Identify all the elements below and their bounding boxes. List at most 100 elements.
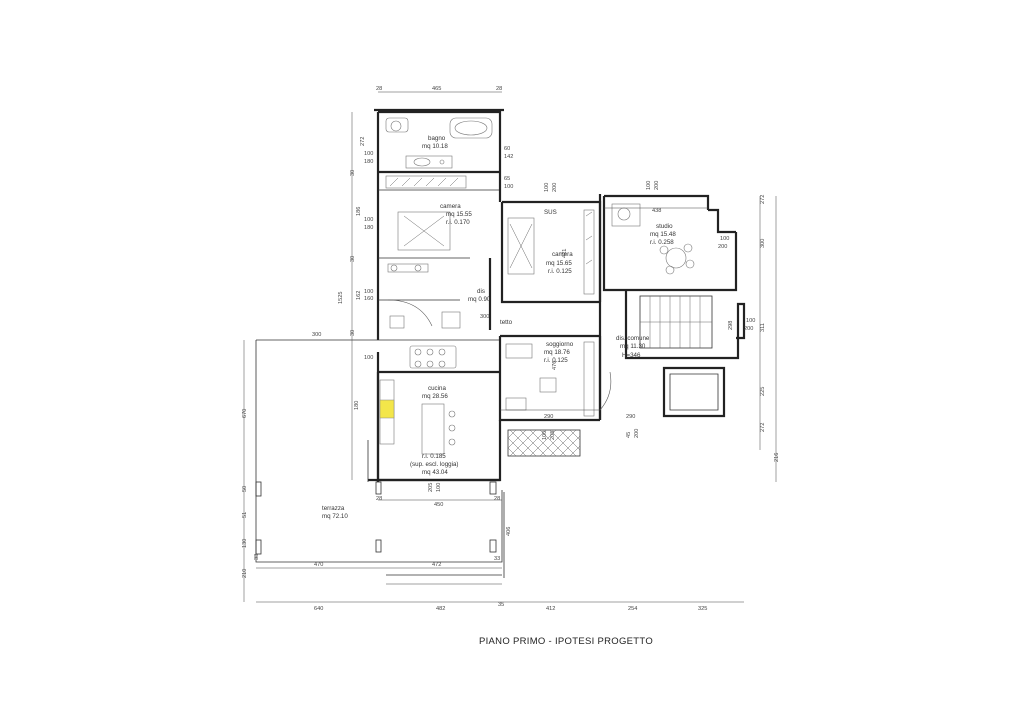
dim-kitchen-bottom-2: 28 (494, 496, 500, 502)
dim-small-1: 200 (634, 429, 640, 438)
room-cucina-ri: r.i. 0.185 (422, 453, 446, 460)
dim-mid-5: 476 (552, 361, 558, 370)
camera-center-furniture (507, 209, 595, 295)
room-cucina-name: cucina (428, 385, 446, 392)
room-bagno-area: mq 10.18 (422, 143, 448, 150)
dim-right-1: 300 (760, 239, 766, 248)
dim-terrace-bottom-0: 33 (254, 554, 260, 560)
dim-studio-width: 438 (652, 208, 661, 214)
dim-top-left: 28 (376, 86, 382, 92)
dim-left-13: 180 (354, 401, 360, 410)
dim-base-4: 254 (628, 606, 637, 612)
dim-mid-3: 100 (504, 184, 513, 190)
dim-left-2: 180 (364, 159, 373, 165)
dim-studio-right-1: 200 (718, 244, 727, 250)
dim-kitchen-small-1: 100 (436, 483, 442, 492)
room-bagno-name: bagno (428, 135, 446, 142)
dim-terrace-left-2: 130 (242, 539, 248, 548)
dim-mid-0: 60 (504, 146, 510, 152)
dim-terrace-bottom-3: 33 (494, 556, 500, 562)
dim-right-block-2: 298 (728, 321, 734, 330)
dim-top-center-2: 100 (646, 181, 652, 190)
dim-dis-small: 300 (480, 314, 489, 320)
dim-studio-right-0: 100 (720, 236, 729, 242)
room-camera-center-area: mq 15.65 (546, 260, 572, 267)
studio-furniture (611, 203, 695, 275)
bagno-fixtures (385, 117, 493, 169)
dim-top-center-0: 100 (544, 183, 550, 192)
dim-base-3: 412 (546, 606, 555, 612)
dim-right-block-1: 200 (744, 326, 753, 332)
dim-mid-4: 421 (562, 249, 568, 258)
room-terrazza-name: terrazza (322, 505, 345, 512)
label-sus: SUS (544, 209, 557, 216)
dim-top-span: 465 (432, 86, 441, 92)
dim-left-10: 160 (364, 296, 373, 302)
room-studio-area: mq 15.48 (650, 231, 676, 238)
dim-right-0: 272 (760, 195, 766, 204)
dim-mid-2: 65 (504, 176, 510, 182)
dim-terrace-right: 406 (506, 527, 512, 536)
room-dis-comune-h: H=346 (622, 352, 641, 359)
exterior-walls (255, 108, 746, 578)
room-camera-left-ri: r.i. 0.170 (446, 219, 470, 226)
terrace-pillars (255, 481, 497, 555)
dim-right-3: 225 (760, 387, 766, 396)
dim-kitchen-small-0: 205 (428, 483, 434, 492)
room-soggiorno-area: mq 18.76 (544, 349, 570, 356)
room-camera-left-name: camera (440, 203, 461, 210)
camera-left-furniture (385, 175, 467, 273)
room-cucina-area: mq 28.56 (422, 393, 448, 400)
dim-left-11: 30 (350, 330, 356, 336)
dim-base-5: 325 (698, 606, 707, 612)
dim-terrace-left-1: 51 (242, 512, 248, 518)
dim-terrace-bottom-2: 472 (432, 562, 441, 568)
dim-left-7: 30 (350, 256, 356, 262)
room-camera-center-ri: r.i. 0.125 (548, 268, 572, 275)
dim-left-outer-2: 300 (312, 332, 321, 338)
room-cucina-note-area: mq 43.04 (422, 469, 448, 476)
room-studio-ri: r.i. 0.258 (650, 239, 674, 246)
dim-soggiorno-bottom-1: 290 (626, 414, 635, 420)
dim-left-0: 272 (360, 137, 366, 146)
dis-furniture (387, 299, 461, 329)
dim-left-1: 100 (364, 151, 373, 157)
room-cucina-note: (sup. escl. loggia) (410, 461, 459, 468)
plan-caption-text: PIANO PRIMO - IPOTESI PROGETTO (478, 636, 654, 647)
dim-right-4: 272 (760, 423, 766, 432)
room-dis-area: mq 0.90 (468, 296, 491, 303)
dim-kitchen-bottom-0: 28 (376, 496, 382, 502)
dim-soggiorno-bottom-0: 290 (544, 414, 553, 420)
dim-left-outer-1: 670 (242, 409, 248, 418)
room-studio-name: studio (656, 223, 673, 230)
dimension-texts: 465 28 28 272 100 180 30 186 100 180 30 … (242, 86, 780, 612)
room-camera-center-name: camera (552, 251, 573, 258)
dim-mid-1: 142 (504, 154, 513, 160)
dim-top-center-1: 200 (552, 183, 558, 192)
dimension-lines (243, 91, 777, 603)
room-terrazza-area: mq 72.10 (322, 513, 348, 520)
dim-left-4: 186 (356, 207, 362, 216)
dim-left-outer-0: 1525 (338, 292, 344, 304)
dim-left-5: 100 (364, 217, 373, 223)
dim-small-3: 205 (550, 431, 556, 440)
dim-left-12: 100 (364, 355, 373, 361)
dim-terrace-bottom-1: 470 (314, 562, 323, 568)
room-labels: bagno mq 10.18 camera mq 15.55 r.i. 0.17… (322, 135, 676, 520)
dim-right-5: 216 (774, 453, 780, 462)
dim-small-0: 45 (626, 432, 632, 438)
balcony-hatch (507, 429, 581, 457)
stair-flights (639, 295, 713, 349)
dim-top-right: 28 (496, 86, 502, 92)
dim-left-3: 30 (350, 170, 356, 176)
room-dis-name: dis (477, 288, 485, 295)
dim-right-2: 311 (760, 323, 766, 332)
dim-base-1: 482 (436, 606, 445, 612)
dim-base-2: 35 (498, 602, 504, 608)
dim-terrace-left-0: 50 (242, 486, 248, 492)
room-camera-left-area: mq 15.55 (446, 211, 472, 218)
plan-caption: PIANO PRIMO - IPOTESI PROGETTO (0, 636, 1024, 647)
label-tetto: tetto (500, 319, 513, 326)
cucina-furniture (379, 345, 457, 455)
